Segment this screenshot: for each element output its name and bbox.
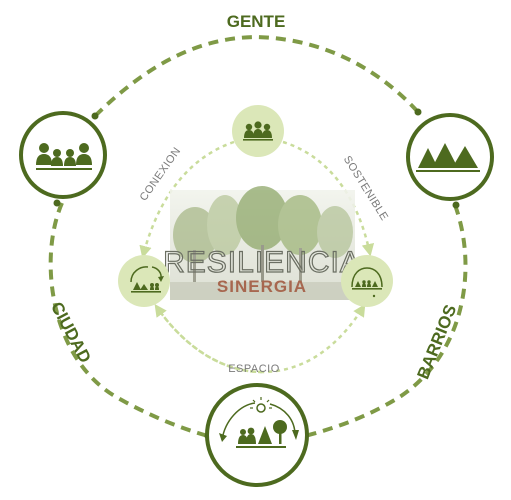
label-barrios: BARRIOS [413, 302, 460, 382]
center-subtitle: SINERGIA [217, 277, 307, 296]
people-group-icon [243, 121, 273, 141]
people-group-icon [36, 143, 92, 170]
inner-node-top [232, 105, 284, 157]
label-ciudad: CIUDAD [47, 299, 95, 366]
inner-node-right [341, 255, 393, 307]
inner-node-left [118, 255, 170, 307]
outer-node-right [406, 113, 494, 201]
neighborhood-cycle-icon [130, 266, 164, 293]
label-gente: GENTE [227, 12, 286, 31]
outer-node-left [19, 111, 107, 199]
inner-dashed-ring [139, 140, 375, 374]
center-image [170, 186, 355, 300]
people-trees-sun-icon [219, 397, 299, 448]
mountains-icon [416, 143, 480, 172]
dome-community-icon [351, 267, 383, 298]
label-espacio: ESPACIO [228, 363, 280, 375]
outer-node-bottom [205, 383, 309, 487]
center-title: RESILIENCIA [163, 246, 361, 279]
